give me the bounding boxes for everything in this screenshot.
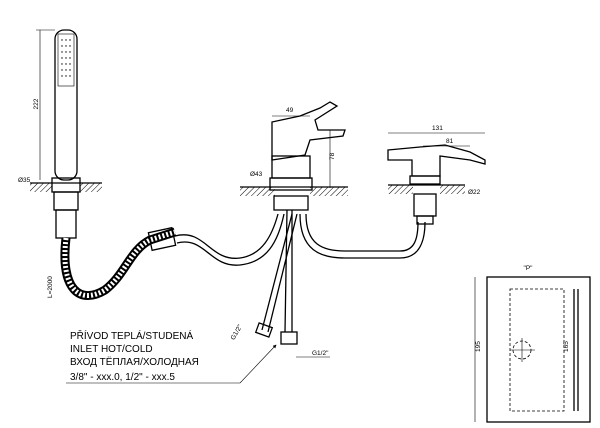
- bath-spout: 131 81 Ø22: [387, 125, 486, 225]
- dim-spout-inner: 81: [446, 138, 454, 145]
- dim-spout-diameter: Ø22: [468, 189, 481, 196]
- inlet-note-line-4: 3/8" - xxx.0, 1/2" - xxx.5: [70, 372, 175, 383]
- detail-view-p: "P" 195 165: [474, 265, 591, 423]
- dim-hose-length: L=2000: [47, 276, 54, 298]
- detail-title: "P": [524, 265, 534, 272]
- dim-mixer-diameter: Ø43: [250, 171, 263, 178]
- inlet-note: PŘÍVOD TEPLÁ/STUDENÁ INLET HOT/COLD ВХОД…: [66, 329, 277, 384]
- dim-spout-length: 131: [432, 125, 443, 132]
- dim-mixer-height: 78: [329, 152, 336, 160]
- hand-shower: 222 Ø35: [18, 29, 102, 239]
- shower-hose: L=2000: [47, 226, 177, 300]
- inlet-note-line-2: INLET HOT/COLD: [70, 344, 153, 355]
- dim-thread-a: G1/2": [230, 323, 245, 341]
- dim-thread-b: G1/2": [312, 350, 329, 357]
- mixer-body: 49 78 Ø43: [240, 101, 348, 211]
- dim-shower-diameter: Ø35: [18, 177, 31, 184]
- inlet-note-line-3: ВХОД ТЁПЛАЯ/ХОЛОДНАЯ: [70, 356, 199, 368]
- dim-detail-height: 195: [475, 341, 482, 352]
- dim-detail-inner-height: 165: [563, 341, 570, 352]
- dim-mixer-width: 49: [286, 107, 294, 114]
- inlet-note-line-1: PŘÍVOD TEPLÁ/STUDENÁ: [70, 329, 194, 342]
- connection-pipes: G1/2" G1/2": [174, 209, 426, 358]
- dim-shower-length: 222: [33, 98, 40, 109]
